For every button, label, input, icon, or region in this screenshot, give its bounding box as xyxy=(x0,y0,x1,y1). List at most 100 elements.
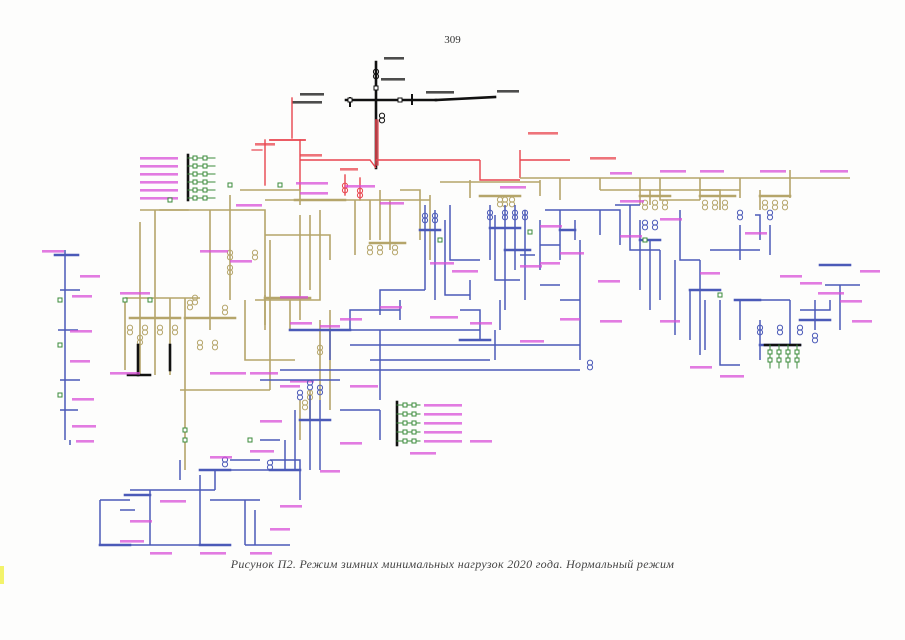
transformer-35kv xyxy=(421,217,429,224)
label-mark xyxy=(660,320,680,323)
label-mark xyxy=(700,272,720,275)
label-mark xyxy=(690,366,712,369)
label-mark xyxy=(200,250,228,253)
label-mark xyxy=(140,173,178,176)
label-mark xyxy=(300,192,328,195)
label-mark xyxy=(320,470,340,473)
switch xyxy=(57,297,63,303)
line-35kv xyxy=(444,220,470,296)
label-mark xyxy=(660,218,682,221)
line-35kv xyxy=(800,300,831,311)
breaker-bay xyxy=(202,171,208,177)
label-mark xyxy=(345,185,375,188)
transformer-500kv xyxy=(372,68,380,75)
transformer-220kv xyxy=(356,192,364,199)
transformer-500kv xyxy=(378,117,386,124)
transformer-35kv xyxy=(641,219,649,226)
transformer-110kv xyxy=(211,344,219,351)
label-mark xyxy=(210,456,232,459)
breaker-bay xyxy=(192,195,198,201)
transformer-35kv xyxy=(811,337,819,344)
label-mark xyxy=(140,165,178,168)
transformer-110kv xyxy=(501,196,509,203)
transformer-110kv xyxy=(316,349,324,356)
transformer-35kv xyxy=(736,214,744,221)
breaker-bay xyxy=(402,411,408,417)
label-mark xyxy=(70,360,90,363)
label-mark xyxy=(80,275,100,278)
transformer-35kv xyxy=(796,324,804,331)
transformer-110kv xyxy=(661,204,669,211)
label-mark xyxy=(130,520,152,523)
line-110kv xyxy=(289,300,300,331)
transformer-35kv xyxy=(756,329,764,336)
label-mark xyxy=(300,93,324,96)
transformer-110kv xyxy=(186,304,194,311)
label-mark xyxy=(150,552,172,555)
transformer-35kv xyxy=(431,212,439,219)
breaker-bay xyxy=(411,429,417,435)
transformer-500kv xyxy=(372,73,380,80)
breaker-bay xyxy=(794,357,800,363)
page-number: 309 xyxy=(444,34,461,46)
transformer-110kv xyxy=(221,304,229,311)
transformer-500kv xyxy=(378,112,386,119)
transformer-35kv xyxy=(221,461,229,468)
transformer-110kv xyxy=(136,334,144,341)
label-mark xyxy=(424,413,462,416)
breaker-bay xyxy=(411,438,417,444)
transformer-35kv xyxy=(306,384,314,391)
switch xyxy=(437,237,443,243)
label-mark xyxy=(590,157,616,160)
transformer-35kv xyxy=(796,329,804,336)
transformer-35kv xyxy=(316,384,324,391)
transformer-35kv xyxy=(756,324,764,331)
transformer-35kv xyxy=(651,224,659,231)
label-mark xyxy=(520,265,542,268)
breaker-bay xyxy=(767,357,773,363)
label-mark xyxy=(720,375,744,378)
transformer-110kv xyxy=(391,249,399,256)
transformer-110kv xyxy=(301,404,309,411)
label-mark xyxy=(860,270,880,273)
label-mark xyxy=(340,168,358,171)
label-mark xyxy=(470,440,492,443)
switch xyxy=(717,292,723,298)
transformer-110kv xyxy=(141,329,149,336)
transformer-110kv xyxy=(641,199,649,206)
transformer-35kv xyxy=(296,394,304,401)
label-mark xyxy=(250,552,272,555)
label-mark xyxy=(610,172,632,175)
transformer-35kv xyxy=(266,459,274,466)
transformer-110kv xyxy=(226,254,234,261)
label-mark xyxy=(140,197,178,200)
breaker-bay xyxy=(202,195,208,201)
label-mark xyxy=(250,372,278,375)
label-mark xyxy=(852,320,872,323)
breaker-bay xyxy=(767,349,773,355)
transformer-110kv xyxy=(641,204,649,211)
label-mark xyxy=(424,422,462,425)
label-mark xyxy=(120,292,150,295)
label-mark xyxy=(430,316,458,319)
label-mark xyxy=(410,452,436,455)
label-mark xyxy=(424,440,462,443)
transformer-110kv xyxy=(771,204,779,211)
line-35kv xyxy=(379,289,425,315)
line-110kv xyxy=(240,189,301,205)
label-mark xyxy=(350,385,378,388)
line-35kv xyxy=(679,210,700,261)
switch xyxy=(227,182,233,188)
switch xyxy=(247,437,253,443)
label-mark xyxy=(598,280,620,283)
breaker-bay xyxy=(192,155,198,161)
label-mark xyxy=(760,170,786,173)
transformer-110kv xyxy=(186,299,194,306)
switch xyxy=(527,229,533,235)
line-220kv xyxy=(479,160,520,181)
line-110kv xyxy=(659,178,700,201)
label-mark xyxy=(820,170,848,173)
label-mark xyxy=(560,252,584,255)
breaker-bay xyxy=(202,187,208,193)
label-mark xyxy=(292,101,322,104)
